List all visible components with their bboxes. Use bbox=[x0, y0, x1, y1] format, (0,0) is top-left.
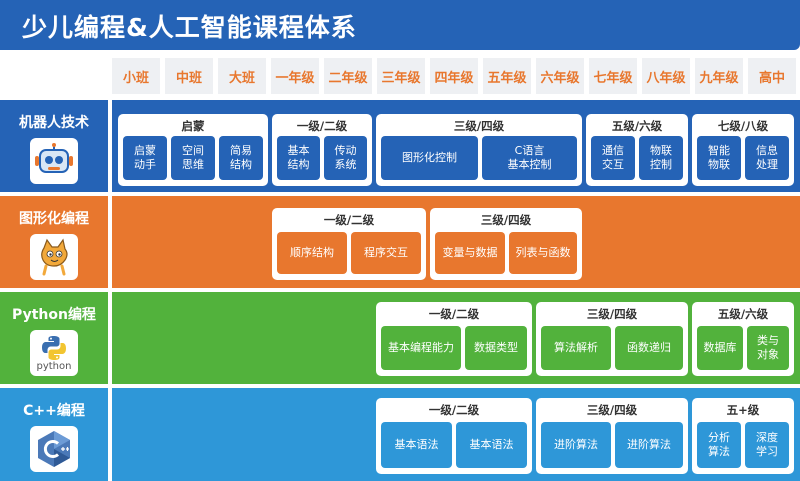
course-box: 基本 结构 bbox=[277, 136, 320, 180]
row-track-graphical: 一级/二级 顺序结构 程序交互 三级/四级 变量与数据 列表与函数 bbox=[112, 196, 800, 288]
level-title: 三级/四级 bbox=[453, 119, 505, 133]
row-title: C++编程 bbox=[23, 403, 85, 419]
level-group: 三级/四级 进阶算法 进阶算法 bbox=[536, 398, 688, 474]
level-group: 启蒙 启蒙 动手 空间 思维 简易 结构 bbox=[118, 114, 268, 186]
course-box: 传动 系统 bbox=[324, 136, 367, 180]
grade-label: 二年级 bbox=[324, 58, 372, 94]
level-group: 三级/四级 算法解析 函数递归 bbox=[536, 302, 688, 376]
row-label-graphical: 图形化编程 bbox=[0, 196, 108, 288]
course-box: 通信 交互 bbox=[591, 136, 635, 180]
course-box: 变量与数据 bbox=[435, 232, 505, 274]
python-logo-icon: python bbox=[30, 330, 78, 376]
level-group: 三级/四级 变量与数据 列表与函数 bbox=[430, 208, 582, 280]
course-box: C语言 基本控制 bbox=[482, 136, 577, 180]
course-box: 简易 结构 bbox=[219, 136, 263, 180]
course-box: 程序交互 bbox=[351, 232, 421, 274]
robot-logo-icon bbox=[30, 138, 78, 184]
row-title: Python编程 bbox=[12, 307, 96, 323]
course-box: 函数递归 bbox=[615, 326, 683, 370]
course-box: 智能 物联 bbox=[697, 136, 741, 180]
course-box: 启蒙 动手 bbox=[123, 136, 167, 180]
level-group: 五级/六级 通信 交互 物联 控制 bbox=[586, 114, 688, 186]
grade-label: 八年级 bbox=[642, 58, 690, 94]
row-label-cpp: C++编程 bbox=[0, 388, 108, 481]
course-box: 基本编程能力 bbox=[381, 326, 461, 370]
grade-label: 大班 bbox=[218, 58, 266, 94]
row-title: 机器人技术 bbox=[19, 115, 89, 131]
level-group: 七级/八级 智能 物联 信息 处理 bbox=[692, 114, 794, 186]
scratch-cat-logo-icon bbox=[30, 234, 78, 280]
grade-label: 六年级 bbox=[536, 58, 584, 94]
level-title: 五+级 bbox=[726, 403, 760, 417]
level-group: 一级/二级 基本 结构 传动 系统 bbox=[272, 114, 372, 186]
course-box: 进阶算法 bbox=[541, 422, 611, 468]
course-box: 算法解析 bbox=[541, 326, 611, 370]
course-box: 基本语法 bbox=[456, 422, 527, 468]
grade-label: 四年级 bbox=[430, 58, 478, 94]
level-title: 启蒙 bbox=[181, 119, 205, 133]
course-box: 数据类型 bbox=[465, 326, 527, 370]
grade-label: 高中 bbox=[748, 58, 796, 94]
row-track-python: 一级/二级 基本编程能力 数据类型 三级/四级 算法解析 函数递归 五级/六级 … bbox=[112, 292, 800, 384]
level-title: 三级/四级 bbox=[480, 213, 532, 227]
cpp-logo-icon bbox=[30, 426, 78, 472]
course-box: 顺序结构 bbox=[277, 232, 347, 274]
page-title: 少儿编程&人工智能课程体系 bbox=[22, 13, 357, 42]
row-label-robotics: 机器人技术 bbox=[0, 100, 108, 192]
title-bar: 少儿编程&人工智能课程体系 bbox=[0, 0, 800, 50]
level-title: 三级/四级 bbox=[586, 307, 638, 321]
course-box: 物联 控制 bbox=[639, 136, 683, 180]
level-group: 三级/四级 图形化控制 C语言 基本控制 bbox=[376, 114, 582, 186]
grade-label: 七年级 bbox=[589, 58, 637, 94]
course-box: 基本语法 bbox=[381, 422, 452, 468]
level-title: 五级/六级 bbox=[717, 307, 769, 321]
grade-header: 小班 中班 大班 一年级 二年级 三年级 四年级 五年级 六年级 七年级 八年级… bbox=[112, 58, 800, 94]
course-box: 类与 对象 bbox=[747, 326, 789, 370]
row-track-cpp: 一级/二级 基本语法 基本语法 三级/四级 进阶算法 进阶算法 五+级 分析 算… bbox=[112, 388, 800, 481]
row-track-robotics: 启蒙 启蒙 动手 空间 思维 简易 结构 一级/二级 基本 结构 传动 系统 三… bbox=[112, 100, 800, 192]
python-logo-text: python bbox=[36, 360, 72, 372]
grade-label: 三年级 bbox=[377, 58, 425, 94]
course-box: 深度 学习 bbox=[745, 422, 789, 468]
level-title: 三级/四级 bbox=[586, 403, 638, 417]
row-title: 图形化编程 bbox=[19, 211, 89, 227]
level-title: 一级/二级 bbox=[323, 213, 375, 227]
course-box: 分析 算法 bbox=[697, 422, 741, 468]
level-group: 一级/二级 基本语法 基本语法 bbox=[376, 398, 532, 474]
row-label-python: Python编程 python bbox=[0, 292, 108, 384]
level-group: 一级/二级 基本编程能力 数据类型 bbox=[376, 302, 532, 376]
course-box: 进阶算法 bbox=[615, 422, 683, 468]
level-title: 七级/八级 bbox=[717, 119, 769, 133]
level-group: 五+级 分析 算法 深度 学习 bbox=[692, 398, 794, 474]
grade-label: 小班 bbox=[112, 58, 160, 94]
level-group: 一级/二级 顺序结构 程序交互 bbox=[272, 208, 426, 280]
level-title: 五级/六级 bbox=[611, 119, 663, 133]
level-title: 一级/二级 bbox=[428, 403, 480, 417]
course-box: 信息 处理 bbox=[745, 136, 789, 180]
level-title: 一级/二级 bbox=[428, 307, 480, 321]
level-title: 一级/二级 bbox=[296, 119, 348, 133]
grade-label: 九年级 bbox=[695, 58, 743, 94]
level-group: 五级/六级 数据库 类与 对象 bbox=[692, 302, 794, 376]
course-box: 列表与函数 bbox=[509, 232, 577, 274]
course-box: 数据库 bbox=[697, 326, 743, 370]
course-box: 图形化控制 bbox=[381, 136, 478, 180]
course-box: 空间 思维 bbox=[171, 136, 215, 180]
grade-label: 一年级 bbox=[271, 58, 319, 94]
grade-label: 中班 bbox=[165, 58, 213, 94]
grade-label: 五年级 bbox=[483, 58, 531, 94]
